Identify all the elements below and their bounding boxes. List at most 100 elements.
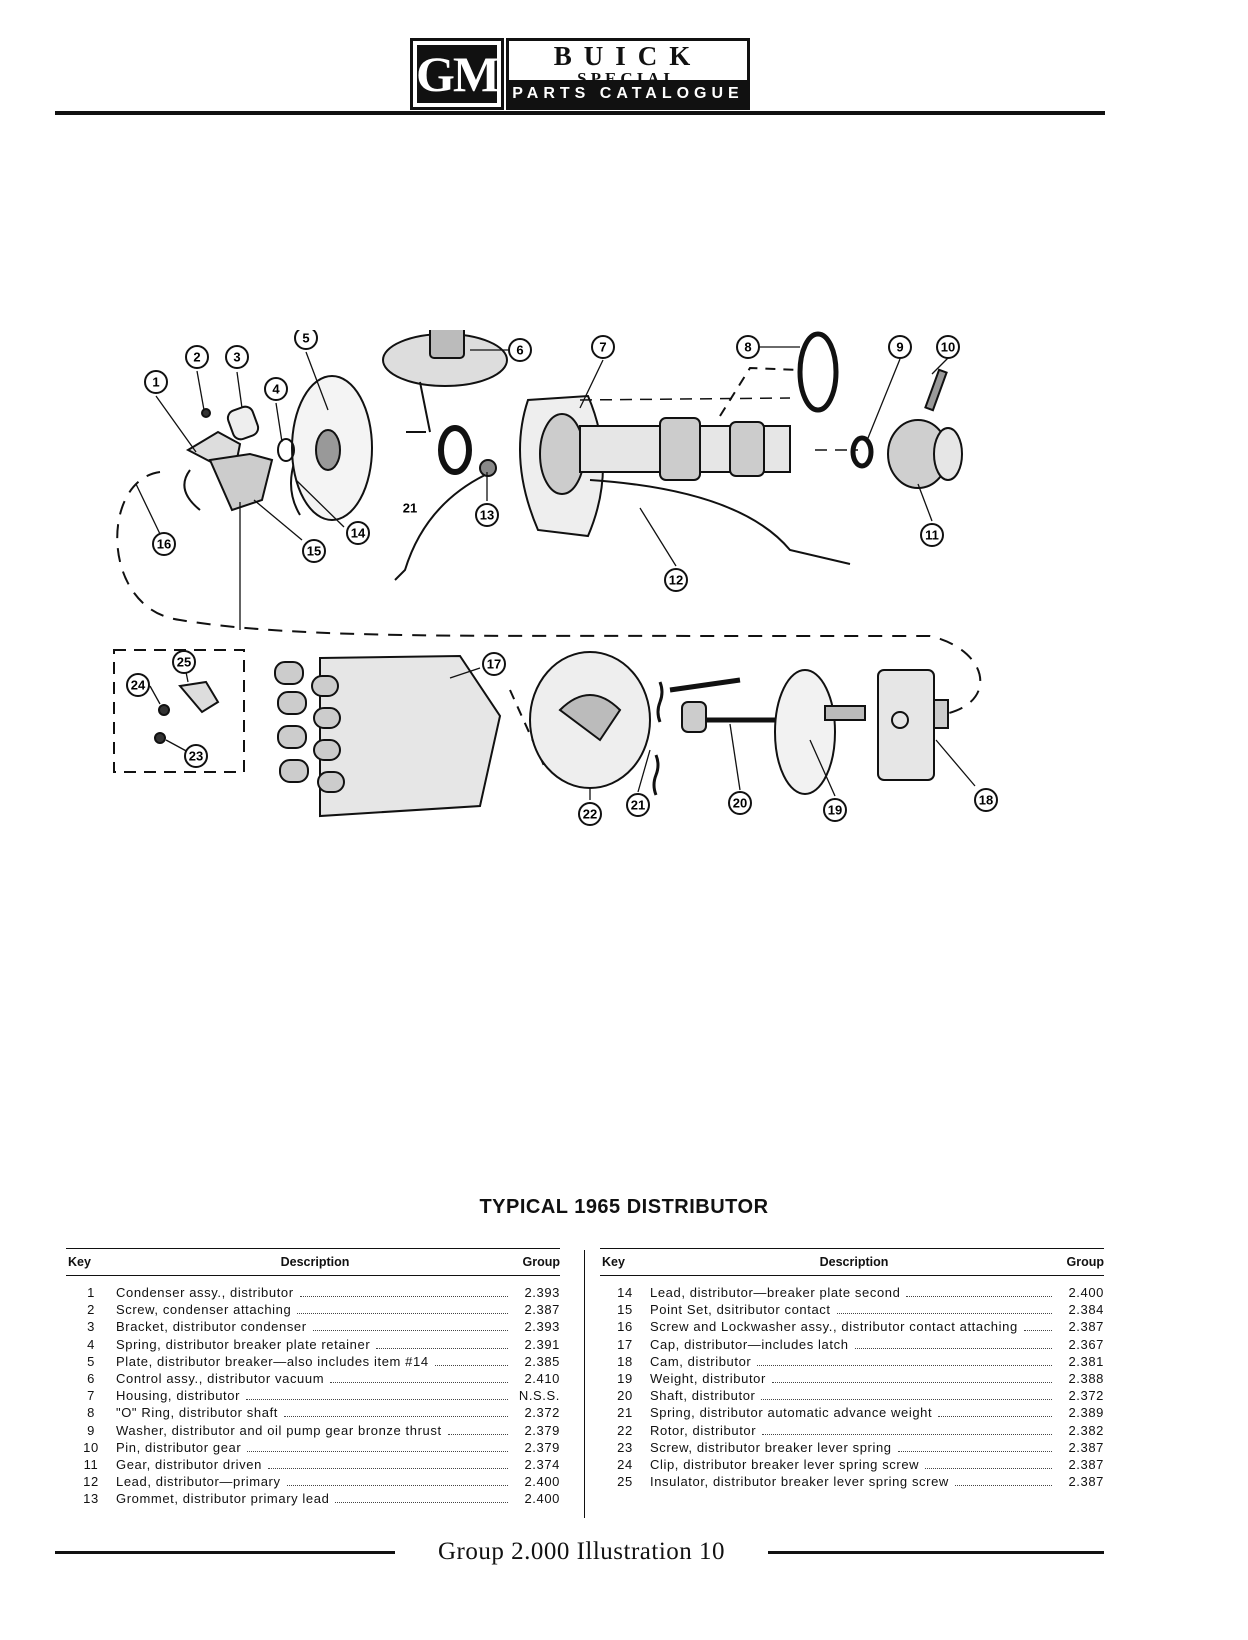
dot-leader (897, 1450, 1052, 1452)
part-key: 8 (87, 1405, 95, 1421)
part-group: 2.372 (524, 1405, 560, 1421)
part-description: Condenser assy., distributor (116, 1285, 512, 1300)
table-header: Key Description Group (600, 1249, 1104, 1276)
part-key: 24 (617, 1456, 633, 1472)
part-description: Housing, distributor (116, 1388, 512, 1403)
part-key: 22 (617, 1422, 633, 1438)
gm-logo: GM (410, 38, 504, 110)
part-description-text: "O" Ring, distributor shaft (116, 1405, 278, 1421)
part-key: 21 (617, 1405, 633, 1421)
callout-21-upper: 21 (403, 501, 417, 516)
key-header: Key (602, 1255, 625, 1269)
part-description: Pin, distributor gear (116, 1440, 512, 1455)
part-description: Clip, distributor breaker lever spring s… (650, 1457, 1056, 1472)
part-key: 2 (87, 1302, 95, 1318)
svg-text:1: 1 (152, 375, 159, 390)
table-row: 15 Point Set, dsitributor contact 2.384 (600, 1301, 1104, 1318)
svg-text:6: 6 (516, 343, 523, 358)
part-key: 10 (83, 1439, 99, 1455)
part-description-text: Condenser assy., distributor (116, 1285, 294, 1301)
part-description-text: Control assy., distributor vacuum (116, 1371, 325, 1387)
description-header: Description (819, 1255, 889, 1269)
part-description: Lead, distributor—primary (116, 1474, 512, 1489)
part-description-text: Lead, distributor—breaker plate second (650, 1285, 901, 1301)
svg-text:5: 5 (302, 331, 309, 346)
callout-18: 18 (974, 788, 998, 812)
part-description-text: Washer, distributor and oil pump gear br… (116, 1422, 442, 1438)
part-key: 3 (87, 1319, 95, 1335)
part-group: 2.393 (524, 1285, 560, 1301)
dot-leader (312, 1330, 508, 1332)
svg-text:9: 9 (896, 340, 903, 355)
part-description-text: Point Set, dsitributor contact (650, 1302, 831, 1318)
svg-text:13: 13 (480, 508, 494, 523)
part-group: 2.372 (1068, 1388, 1104, 1404)
catalogue-label: PARTS CATALOGUE (509, 80, 747, 107)
callout-22: 22 (578, 802, 602, 826)
dot-leader (757, 1364, 1052, 1366)
svg-text:4: 4 (272, 382, 280, 397)
dot-leader (376, 1347, 508, 1349)
part-description-text: Cap, distributor—includes latch (650, 1336, 849, 1352)
dot-leader (447, 1433, 508, 1435)
part-description: Weight, distributor (650, 1371, 1056, 1386)
svg-text:22: 22 (583, 807, 597, 822)
callout-1: 1 (144, 370, 168, 394)
part-key: 20 (617, 1388, 633, 1404)
dot-leader (330, 1382, 508, 1384)
part-description: Cap, distributor—includes latch (650, 1337, 1056, 1352)
part-key: 1 (87, 1285, 95, 1301)
callout-16: 16 (152, 532, 176, 556)
svg-text:3: 3 (233, 350, 240, 365)
callout-2: 2 (185, 345, 209, 369)
callout-14: 14 (346, 521, 370, 545)
part-description: "O" Ring, distributor shaft (116, 1405, 512, 1420)
part-group: 2.385 (524, 1353, 560, 1369)
footer-rule-left (55, 1551, 395, 1554)
part-description-text: Gear, distributor driven (116, 1456, 262, 1472)
callout-8: 8 (736, 335, 760, 359)
part-description-text: Weight, distributor (650, 1371, 766, 1387)
part-description-text: Screw and Lockwasher assy., distributor … (650, 1319, 1018, 1335)
part-group: 2.388 (1068, 1371, 1104, 1387)
part-description-text: Grommet, distributor primary lead (116, 1491, 330, 1507)
part-description-text: Spring, distributor breaker plate retain… (116, 1336, 371, 1352)
part-key: 23 (617, 1439, 633, 1455)
callout-20: 20 (728, 791, 752, 815)
svg-text:20: 20 (733, 796, 747, 811)
callout-4: 4 (264, 377, 288, 401)
part-key: 25 (617, 1474, 633, 1490)
distributor-exploded-diagram: 1 2 3 4 5 6 7 8 9 10 11 12 13 14 15 16 1… (113, 330, 998, 826)
callout-25: 25 (172, 650, 196, 674)
part-key: 4 (87, 1336, 95, 1352)
dot-leader (954, 1485, 1052, 1487)
part-group: 2.387 (1068, 1456, 1104, 1472)
part-group: N.S.S. (518, 1388, 560, 1404)
footer-caption: Group 2.000 Illustration 10 (437, 1538, 726, 1565)
footer-rule-right (768, 1551, 1104, 1554)
table-row: 1 Condenser assy., distributor 2.393 (66, 1284, 560, 1301)
dot-leader (771, 1382, 1052, 1384)
part-key: 15 (617, 1302, 633, 1318)
svg-text:15: 15 (307, 544, 321, 559)
part-key: 18 (617, 1353, 633, 1369)
part-description-text: Shaft, distributor (650, 1388, 756, 1404)
part-group: 2.387 (1068, 1319, 1104, 1335)
part-description: Plate, distributor breaker—also includes… (116, 1354, 512, 1369)
part-description: Grommet, distributor primary lead (116, 1491, 512, 1506)
callout-12: 12 (664, 568, 688, 592)
part-group: 2.387 (524, 1302, 560, 1318)
callout-15: 15 (302, 539, 326, 563)
dot-leader (906, 1296, 1052, 1298)
part-group: 2.384 (1068, 1302, 1104, 1318)
part-group: 2.389 (1068, 1405, 1104, 1421)
